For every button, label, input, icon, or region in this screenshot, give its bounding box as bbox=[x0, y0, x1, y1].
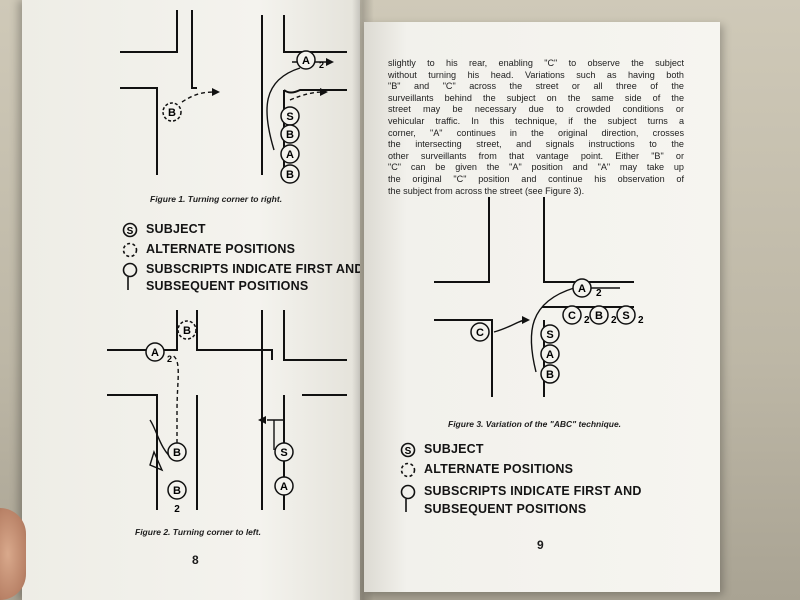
fig3-marker-a: A bbox=[540, 344, 560, 364]
figure-1-diagram: B A 2 S B A B bbox=[120, 10, 347, 184]
fig1-marker-b-dashed: B bbox=[162, 102, 182, 122]
svg-text:S: S bbox=[280, 447, 287, 459]
fig2-marker-s: S bbox=[274, 442, 294, 462]
svg-text:B: B bbox=[183, 325, 191, 337]
page-number-left: 8 bbox=[192, 553, 199, 567]
svg-text:S: S bbox=[546, 329, 553, 341]
body-line: the original "C" position and continue h… bbox=[388, 173, 684, 184]
subscript-circle-icon bbox=[122, 262, 138, 290]
svg-text:S: S bbox=[405, 446, 412, 457]
body-line: "C" can be given the "A" position and "A… bbox=[388, 162, 684, 173]
svg-text:2: 2 bbox=[167, 354, 172, 364]
fig1-marker-b1: B bbox=[280, 124, 300, 144]
dashed-circle-icon bbox=[122, 242, 138, 258]
fig2-marker-a2: A 2 bbox=[145, 342, 172, 364]
svg-text:B: B bbox=[595, 310, 603, 322]
fig2-marker-b1: B bbox=[167, 442, 187, 462]
svg-text:A: A bbox=[578, 283, 586, 295]
svg-text:S: S bbox=[622, 310, 629, 322]
body-text: slightly to his rear, enabling "C" to ob… bbox=[388, 58, 684, 197]
fig2-marker-b-dashed: B bbox=[177, 320, 197, 340]
svg-text:B: B bbox=[168, 107, 176, 119]
fig3-marker-s2: S 2 bbox=[616, 305, 644, 326]
svg-text:B: B bbox=[546, 369, 554, 381]
fig2-marker-a: A bbox=[274, 476, 294, 496]
svg-text:2: 2 bbox=[319, 60, 324, 70]
body-line: corner, "A" continues in the original di… bbox=[388, 127, 684, 138]
fig3-marker-a2: A 2 bbox=[572, 278, 602, 299]
svg-text:A: A bbox=[280, 481, 288, 493]
svg-text:C: C bbox=[476, 327, 484, 339]
legend-subscripts-line2: SUBSEQUENT POSITIONS bbox=[146, 279, 309, 293]
subscript-circle-icon bbox=[400, 484, 416, 512]
subject-symbol-icon: S bbox=[122, 222, 138, 238]
fig1-marker-a: A bbox=[280, 144, 300, 164]
svg-text:2: 2 bbox=[596, 288, 602, 299]
dashed-circle-icon bbox=[400, 462, 416, 478]
legend-subject-label: SUBJECT bbox=[146, 222, 206, 236]
fig3-marker-b: B bbox=[540, 364, 560, 384]
fig3-marker-c2: C 2 bbox=[562, 305, 590, 326]
fig3-marker-c: C bbox=[470, 322, 490, 342]
fig2-marker-b2: B 2 bbox=[167, 480, 187, 515]
thumb bbox=[0, 508, 26, 600]
body-line: vehicular traffic. In this technique, if… bbox=[388, 115, 684, 126]
fig1-marker-s: S bbox=[280, 106, 300, 126]
body-line: the subject from across the street (see … bbox=[388, 185, 585, 196]
fig1-marker-b2: B bbox=[280, 164, 300, 184]
fig1-marker-a2: A 2 bbox=[296, 50, 324, 70]
svg-text:S: S bbox=[127, 226, 134, 237]
body-line: slightly to his rear, enabling "C" to ob… bbox=[388, 58, 684, 68]
svg-text:S: S bbox=[286, 111, 293, 123]
body-line: surveillants behind the subject on the s… bbox=[388, 92, 684, 103]
svg-text:2: 2 bbox=[638, 315, 644, 326]
fig3-marker-b2: B 2 bbox=[589, 305, 617, 326]
legend-subscripts-line2: SUBSEQUENT POSITIONS bbox=[424, 502, 587, 516]
page-number-right: 9 bbox=[537, 538, 544, 552]
legend-alternate-label: ALTERNATE POSITIONS bbox=[146, 242, 296, 256]
legend-subscripts-line1: SUBSCRIPTS INDICATE FIRST AND bbox=[146, 262, 360, 276]
left-page: B A 2 S B A B Figure 1. Turning corner t… bbox=[22, 0, 360, 600]
svg-text:2: 2 bbox=[174, 504, 180, 515]
legend-subject-label: SUBJECT bbox=[424, 442, 484, 456]
body-line: without turning his head. Variations suc… bbox=[388, 69, 684, 80]
svg-text:C: C bbox=[568, 310, 576, 322]
figure-2-diagram: B A 2 B B 2 S A bbox=[107, 310, 347, 515]
figure-3-diagram: A 2 C 2 B 2 S 2 C S A bbox=[434, 197, 644, 397]
body-line: other surveillants from that vantage poi… bbox=[388, 150, 684, 161]
svg-text:B: B bbox=[286, 169, 294, 181]
legend-subscripts-line1: SUBSCRIPTS INDICATE FIRST AND bbox=[424, 484, 642, 498]
svg-text:2: 2 bbox=[611, 315, 617, 326]
body-line: the intersecting street, and signals ins… bbox=[388, 139, 684, 150]
fig3-marker-s: S bbox=[540, 324, 560, 344]
svg-text:B: B bbox=[286, 129, 294, 141]
svg-text:2: 2 bbox=[584, 315, 590, 326]
body-line: "B" and "C" across the street or all thr… bbox=[388, 81, 684, 92]
svg-text:A: A bbox=[151, 347, 159, 359]
svg-text:A: A bbox=[302, 55, 310, 67]
figure-1-caption: Figure 1. Turning corner to right. bbox=[150, 194, 283, 204]
subject-symbol-icon: S bbox=[400, 442, 416, 458]
legend-alternate-label: ALTERNATE POSITIONS bbox=[424, 462, 574, 476]
figure-2-caption: Figure 2. Turning corner to left. bbox=[135, 527, 261, 537]
svg-text:B: B bbox=[173, 485, 181, 497]
figure-3-caption: Figure 3. Variation of the "ABC" techniq… bbox=[448, 419, 622, 429]
svg-text:A: A bbox=[546, 349, 554, 361]
right-page: slightly to his rear, enabling "C" to ob… bbox=[364, 22, 720, 592]
svg-text:A: A bbox=[286, 149, 294, 161]
body-line: street may be necessary due to crowded c… bbox=[388, 104, 684, 115]
svg-text:B: B bbox=[173, 447, 181, 459]
